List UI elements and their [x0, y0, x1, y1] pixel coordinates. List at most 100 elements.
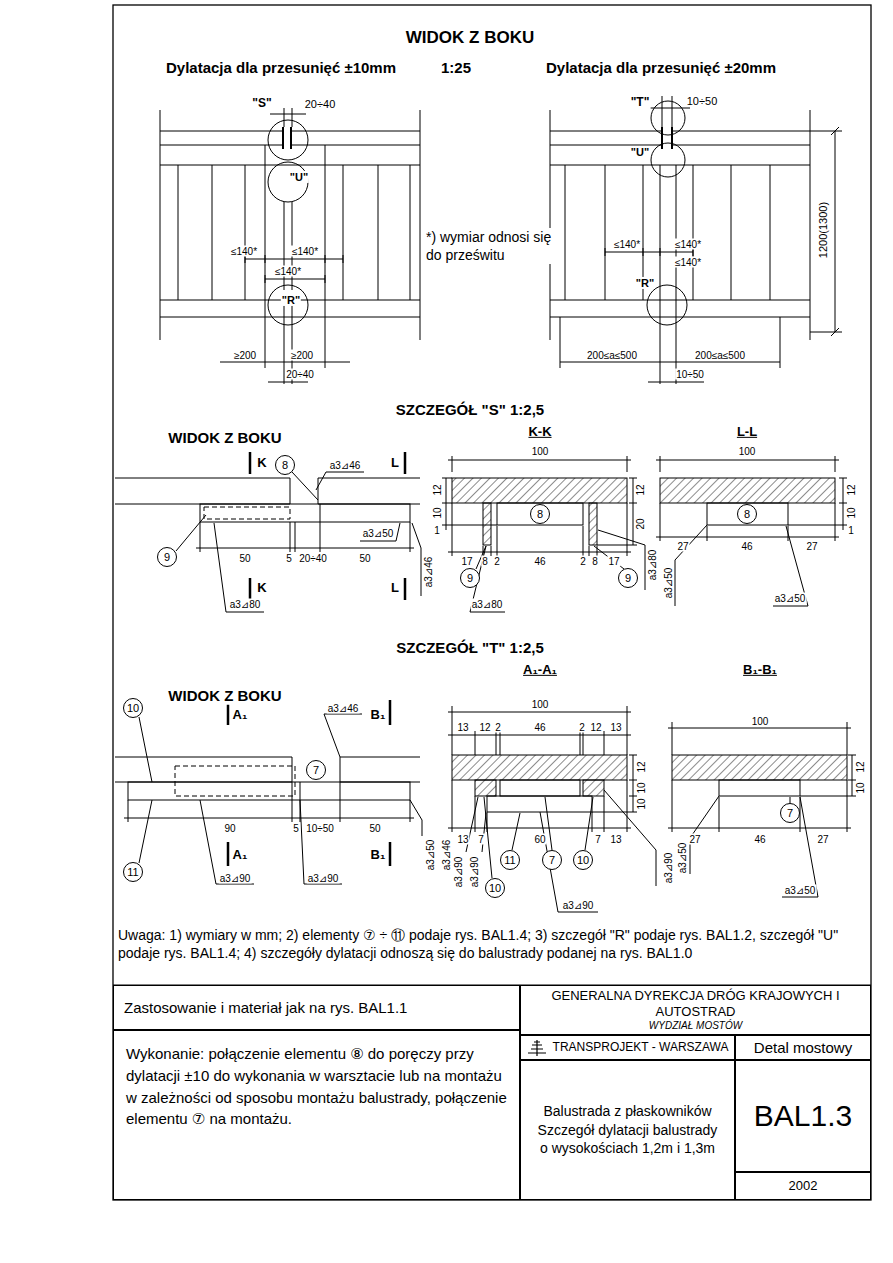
- dimension-label: 8: [481, 556, 489, 567]
- cell-text: 10: [127, 703, 139, 714]
- detail-s-side-view: [115, 452, 421, 612]
- cell-text: 9: [467, 573, 473, 584]
- dimension-label: ≥200: [233, 350, 257, 361]
- dimension-label: 10÷50: [675, 369, 705, 380]
- view-heading: L: [390, 456, 400, 470]
- dimension-label: a3⊿80: [647, 549, 658, 582]
- callout-number: 10: [123, 698, 143, 718]
- dimension-label: a3⊿80: [471, 599, 504, 610]
- dimension-label: 8: [591, 556, 599, 567]
- dimension-label: 200≤a≤500: [586, 350, 638, 361]
- dimension-label: 46: [533, 722, 546, 733]
- dimension-label: a3⊿46: [441, 839, 452, 872]
- dimension-label: 7: [594, 834, 602, 845]
- dimension-label: a3⊿46: [327, 703, 360, 714]
- dimension-label: 100: [531, 446, 550, 457]
- dimension-label: 90: [223, 823, 236, 834]
- view-heading: SZCZEGÓŁ "T" 1:2,5: [395, 640, 545, 657]
- callout-number: 9: [460, 568, 480, 588]
- section-k-k: [442, 456, 645, 612]
- dimension-label: 20÷40: [304, 98, 337, 110]
- title-block-cell: Detal mostowy: [735, 1035, 871, 1060]
- dimension-label: 27: [805, 541, 818, 552]
- callout-number: 11: [500, 850, 520, 870]
- cell-text: 8: [282, 460, 288, 471]
- callout-number: 10: [485, 878, 505, 898]
- cell-text: 11: [127, 867, 138, 878]
- dimension-label: 12: [855, 760, 866, 773]
- callout-number: 8: [530, 504, 550, 524]
- dimension-label: 12: [846, 483, 857, 496]
- dimension-label: 50: [358, 553, 371, 564]
- cell-text: 8: [744, 509, 750, 520]
- section-a1-a1: [448, 706, 656, 912]
- cell-text: 7: [313, 765, 319, 776]
- dimension-label: ≥200: [290, 350, 314, 361]
- dimension-label: 20÷40: [285, 369, 315, 380]
- dimension-label: 20÷40: [298, 553, 328, 564]
- dimension-label: 100: [738, 446, 757, 457]
- sheet-title: WIDOK Z BOKU: [405, 29, 535, 48]
- cell-text: 7: [549, 855, 555, 866]
- dimension-label: 60: [533, 834, 546, 845]
- dimension-label: 13: [456, 834, 469, 845]
- cell-text: 9: [625, 573, 631, 584]
- view-heading: SZCZEGÓŁ "S" 1:2,5: [395, 402, 545, 419]
- dimension-label: 17: [607, 556, 620, 567]
- dimension-label: a3⊿50: [677, 842, 688, 875]
- view-heading: L-L: [736, 425, 758, 439]
- dimension-label: a3⊿46: [423, 556, 434, 589]
- dimension-label: 50: [368, 823, 381, 834]
- dimension-label: 7: [477, 834, 485, 845]
- dimension-label: ≤140*: [230, 246, 258, 257]
- dimension-label: 200≤a≤500: [694, 350, 746, 361]
- dimension-label: 13: [609, 722, 622, 733]
- dimension-label: 12: [635, 483, 646, 496]
- view-heading: K: [256, 581, 267, 595]
- dimension-label: a3⊿90: [219, 873, 252, 884]
- note-text: *) wymiar odnosi się do prześwitu: [425, 228, 562, 264]
- cell-text: GENERALNA DYREKCJA DRÓG KRAJOWYCH I AUTO…: [527, 988, 864, 1019]
- callout-number: 8: [275, 455, 295, 475]
- title-block-cell: 2002: [735, 1172, 871, 1200]
- view-heading: "U": [289, 171, 309, 183]
- dimension-label: 12: [432, 483, 443, 496]
- dimension-label: a3⊿90: [663, 852, 674, 885]
- railing-elevation-20: [550, 96, 842, 384]
- dimension-label: 10: [636, 781, 647, 794]
- dimension-label: 12: [589, 722, 602, 733]
- dimension-label: 46: [740, 541, 753, 552]
- callout-number: 11: [123, 862, 143, 882]
- dimension-label: 10÷50: [686, 95, 719, 107]
- cell-subtext: WYDZIAŁ MOSTÓW: [649, 1020, 742, 1032]
- cell-text: 11: [504, 855, 515, 866]
- dimension-label: ≤140*: [291, 246, 319, 257]
- dimension-label: 100: [531, 699, 550, 710]
- cell-text: TRANSPROJEKT - WARSZAWA: [553, 1040, 729, 1054]
- dimension-label: 27: [688, 834, 701, 845]
- view-heading: K-K: [527, 425, 552, 439]
- cell-text: Detal mostowy: [754, 1039, 852, 1057]
- dimension-label: a3⊿50: [362, 528, 395, 539]
- dimension-label: a3⊿50: [774, 593, 807, 604]
- dimension-label: a3⊿90: [453, 856, 464, 889]
- dimension-label: a3⊿90: [307, 873, 340, 884]
- dimension-label: 17: [460, 556, 473, 567]
- title-block-cell: Balustrada z płaskowników Szczegół dylat…: [520, 1060, 735, 1200]
- view-heading: A₁: [232, 848, 249, 862]
- dimension-label: 13: [609, 834, 622, 845]
- callout-number: 9: [157, 547, 177, 567]
- dimension-label: 50: [238, 553, 251, 564]
- dimension-label: 10: [855, 781, 866, 794]
- cell-text: Balustrada z płaskowników Szczegół dylat…: [535, 1102, 720, 1159]
- callout-number: 7: [780, 803, 800, 823]
- note-text: Uwaga: 1) wymiary w mm; 2) elementy ⑦ ÷ …: [117, 926, 864, 962]
- dimension-label: 10: [432, 506, 443, 519]
- dimension-label: 2: [494, 722, 502, 733]
- dimension-label: ≤140*: [674, 257, 702, 268]
- dimension-label: 27: [816, 834, 829, 845]
- cell-text: 10: [489, 883, 501, 894]
- cell-text: Zastosowanie i materiał jak na rys. BAL1…: [124, 999, 407, 1017]
- railing-elevation-10: [160, 108, 420, 384]
- callout-number: 9: [618, 568, 638, 588]
